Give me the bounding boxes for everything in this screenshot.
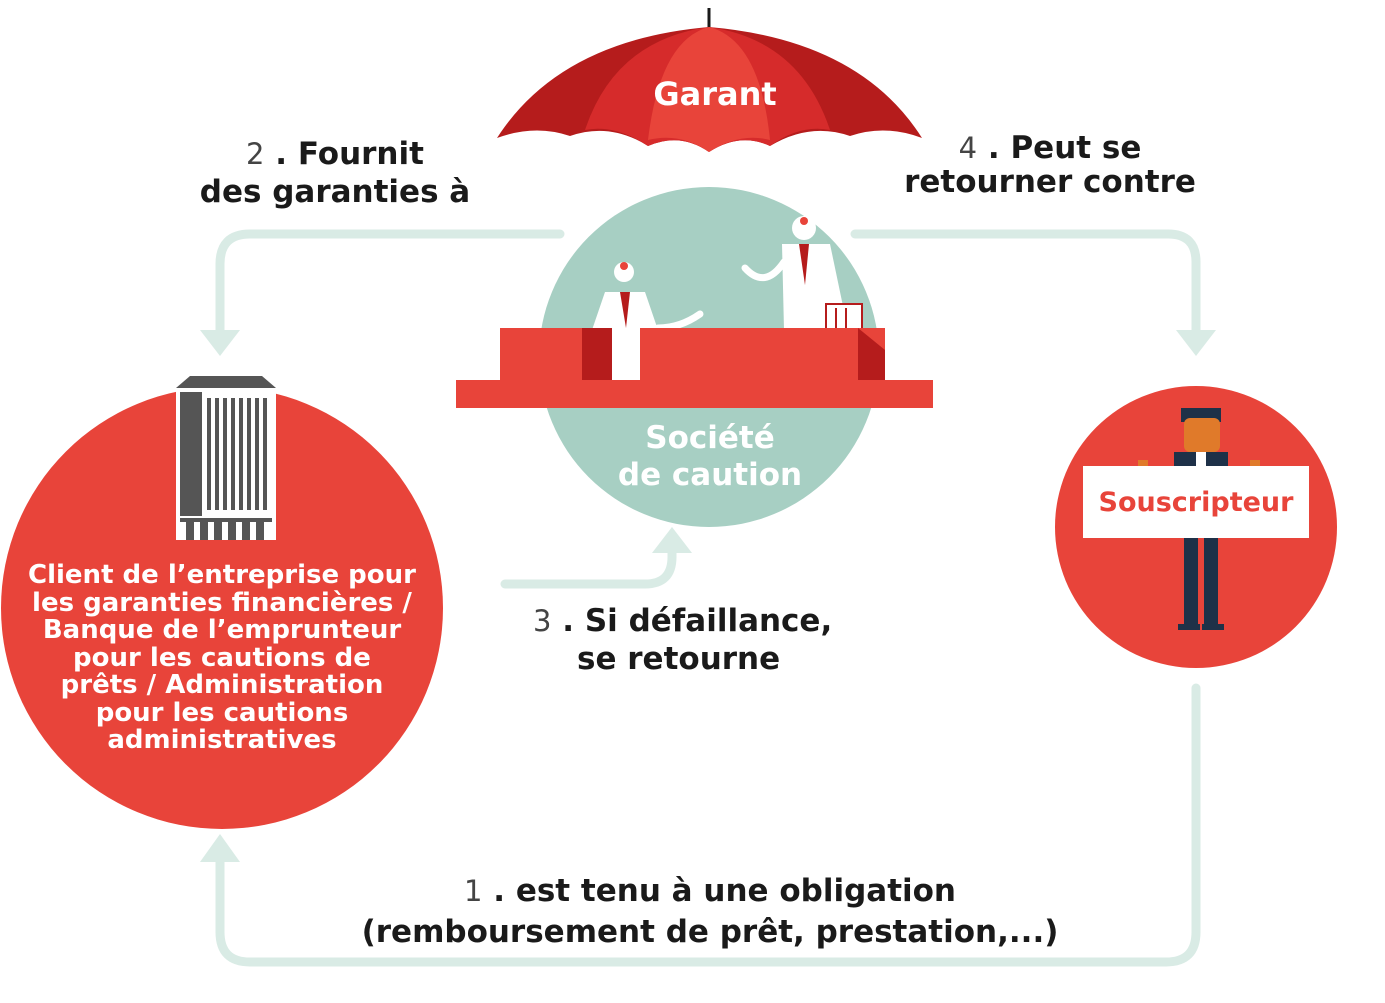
step-4-number: 4 <box>958 131 978 165</box>
arrow-head-step-1 <box>200 834 240 862</box>
step-4-line1: Peut se <box>1010 130 1142 166</box>
umbrella-icon <box>497 8 922 152</box>
step-1-label: 1 . est tenu à une obligation (rembourse… <box>340 871 1080 953</box>
arrow-head-step-2 <box>200 330 240 356</box>
step-2-number: 2 <box>246 137 265 171</box>
step-3-number: 3 <box>533 604 552 638</box>
societe-label-line2: de caution <box>617 457 803 493</box>
step-2-line2: des garanties à <box>199 174 471 210</box>
step-4-line2: retourner contre <box>904 164 1196 200</box>
building-icon <box>176 376 276 540</box>
arrow-head-step-4 <box>1176 330 1216 356</box>
step-2-line1: Fournit <box>297 136 424 172</box>
counter-desk-icon <box>456 328 933 408</box>
client-line: pour les cautions de <box>73 642 371 673</box>
souscripteur-sign <box>1083 466 1309 538</box>
client-line: prêts / Administration <box>60 670 384 700</box>
client-line: Client de l’entreprise pour <box>28 560 416 590</box>
agent-right-icon <box>741 216 863 331</box>
step-2-label: 2 . Fournit des garanties à <box>180 135 490 211</box>
arrow-head-step-3 <box>652 527 692 553</box>
client-label: Client de l’entreprise pour les garantie… <box>12 560 432 755</box>
arrow-step-2 <box>215 229 565 335</box>
souscripteur-label: Souscripteur <box>1098 487 1294 518</box>
arrow-step-4 <box>850 229 1201 335</box>
garant-label: Garant <box>653 75 777 113</box>
societe-label: Société de caution <box>590 420 830 494</box>
arrow-step-1 <box>215 683 1201 967</box>
step-3-label: 3 . Si défaillance, se retourne <box>533 602 853 678</box>
client-line: Banque de l’emprunteur <box>42 615 402 645</box>
client-line: les garanties financières / <box>32 587 412 618</box>
man-icon <box>1138 408 1260 630</box>
client-circle <box>1 387 443 829</box>
step-1-line1: est tenu à une obligation <box>515 873 957 909</box>
client-line: pour les cautions <box>95 697 349 728</box>
agent-left-icon <box>592 262 704 332</box>
arrow-step-3 <box>500 547 677 589</box>
step-1-line2: (remboursement de prêt, prestation,...) <box>361 914 1059 950</box>
step-1-number: 1 <box>463 874 483 908</box>
step-4-label: 4 . Peut se retourner contre <box>895 131 1205 199</box>
client-line: administratives <box>107 725 337 755</box>
step-3-line2: se retourne <box>577 641 781 677</box>
step-3-line1: Si défaillance, <box>584 603 833 639</box>
societe-label-line1: Société <box>645 420 775 456</box>
